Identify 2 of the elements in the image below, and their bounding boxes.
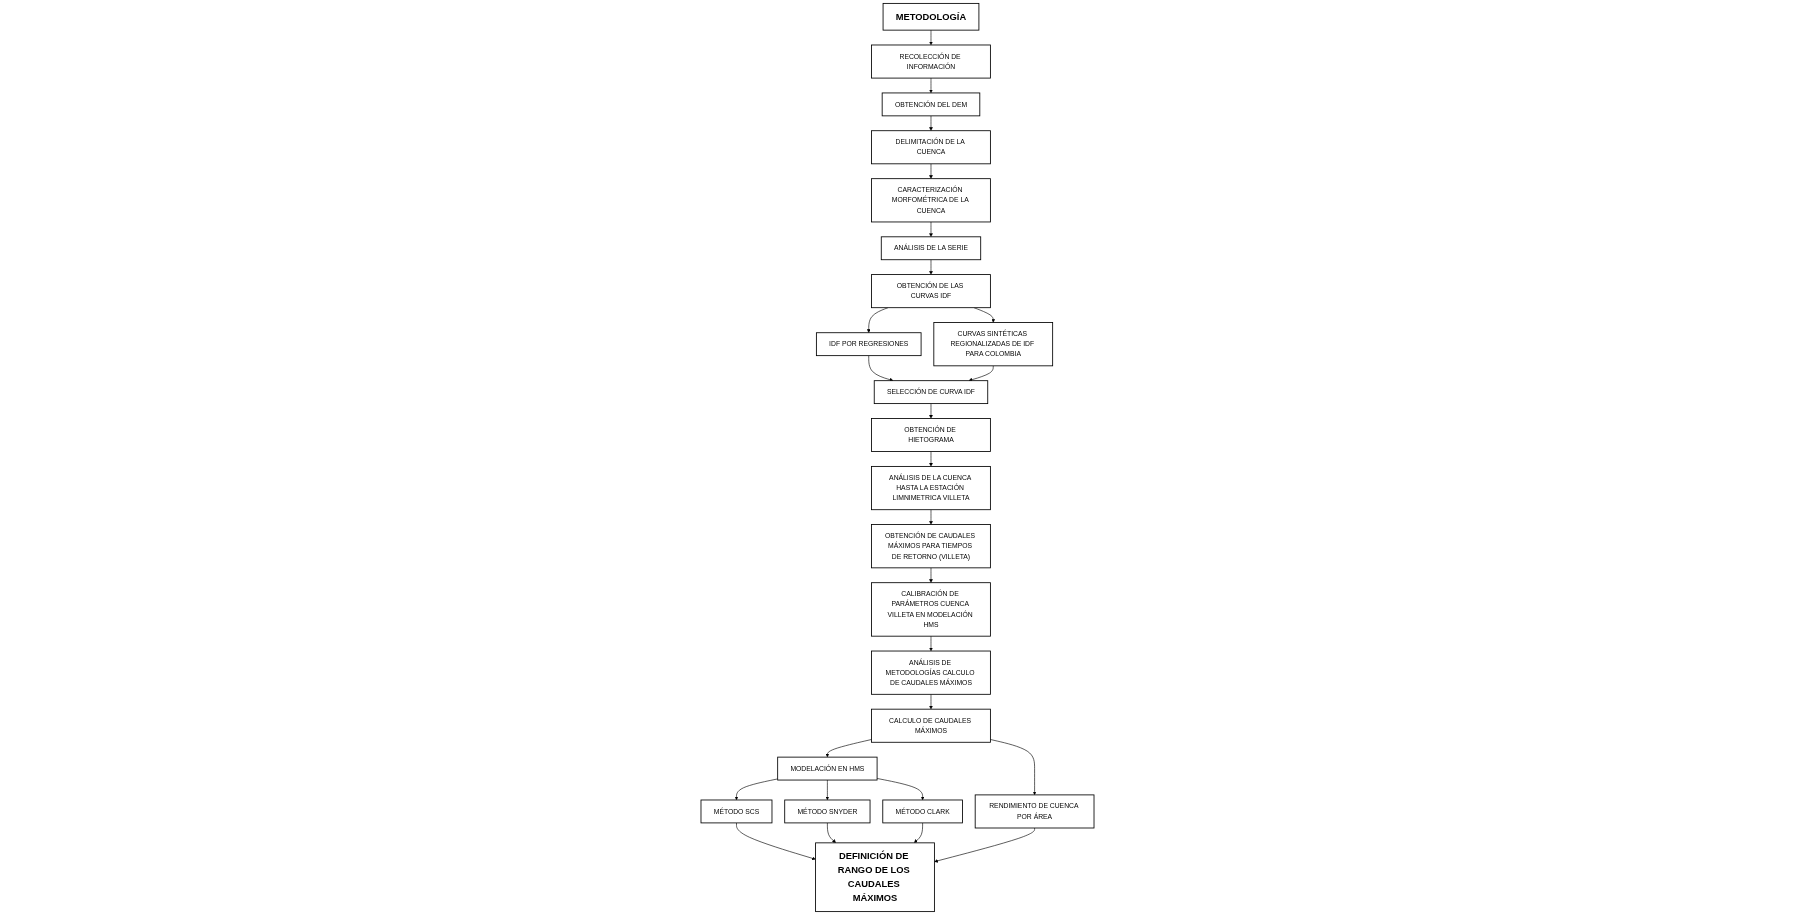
- node-box: METODOLOGÍA: [882, 2, 980, 31]
- node-box: DEFINICIÓN DE RANGO DE LOS CAUDALES MÁXIMOS: [815, 842, 935, 913]
